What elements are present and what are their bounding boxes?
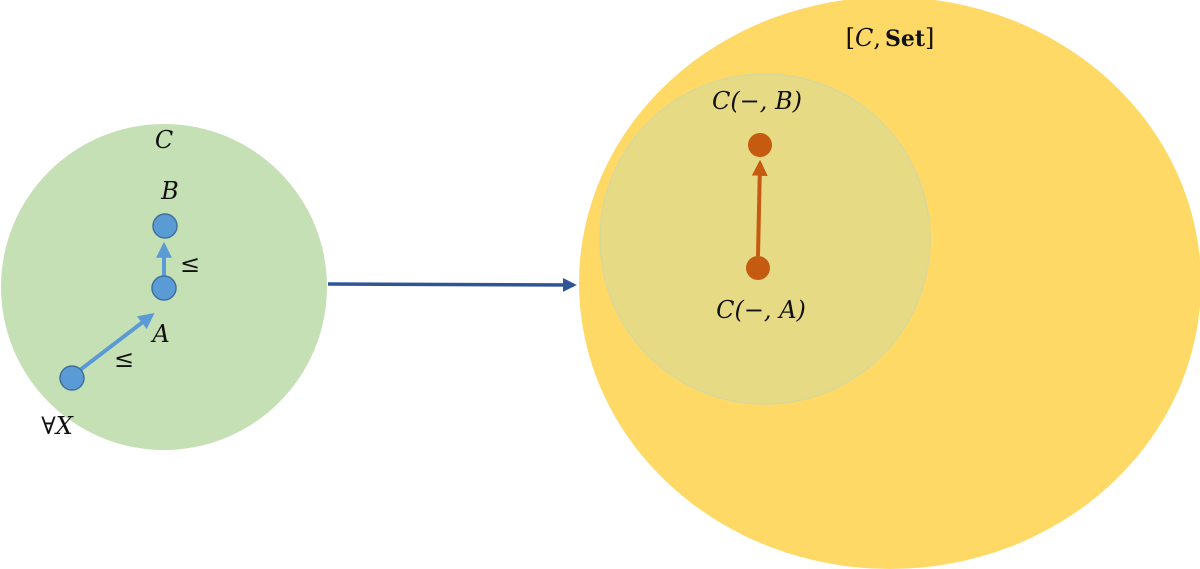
node-b-label: B [160, 177, 179, 205]
arrow-rep-a-to-rep-b [751, 159, 768, 257]
representables-circle [599, 73, 931, 405]
node-rep-b [748, 133, 772, 157]
rep-a-label: C(−, A) [716, 296, 806, 324]
functor-arrow [327, 277, 577, 292]
node-a [151, 275, 177, 301]
node-a-label: A [150, 320, 169, 348]
node-x [59, 365, 85, 391]
arrow-x-to-a [78, 313, 155, 372]
node-x-label: ∀X [41, 412, 73, 440]
category-c-label: C [155, 126, 173, 154]
node-b [152, 213, 178, 239]
rep-b-label: C(−, B) [712, 87, 802, 115]
leq-label-lower: ≤ [114, 345, 134, 373]
presheaf-category-label: [C,Set] [846, 24, 935, 52]
leq-label-upper: ≤ [180, 250, 200, 278]
node-rep-a [746, 256, 770, 280]
